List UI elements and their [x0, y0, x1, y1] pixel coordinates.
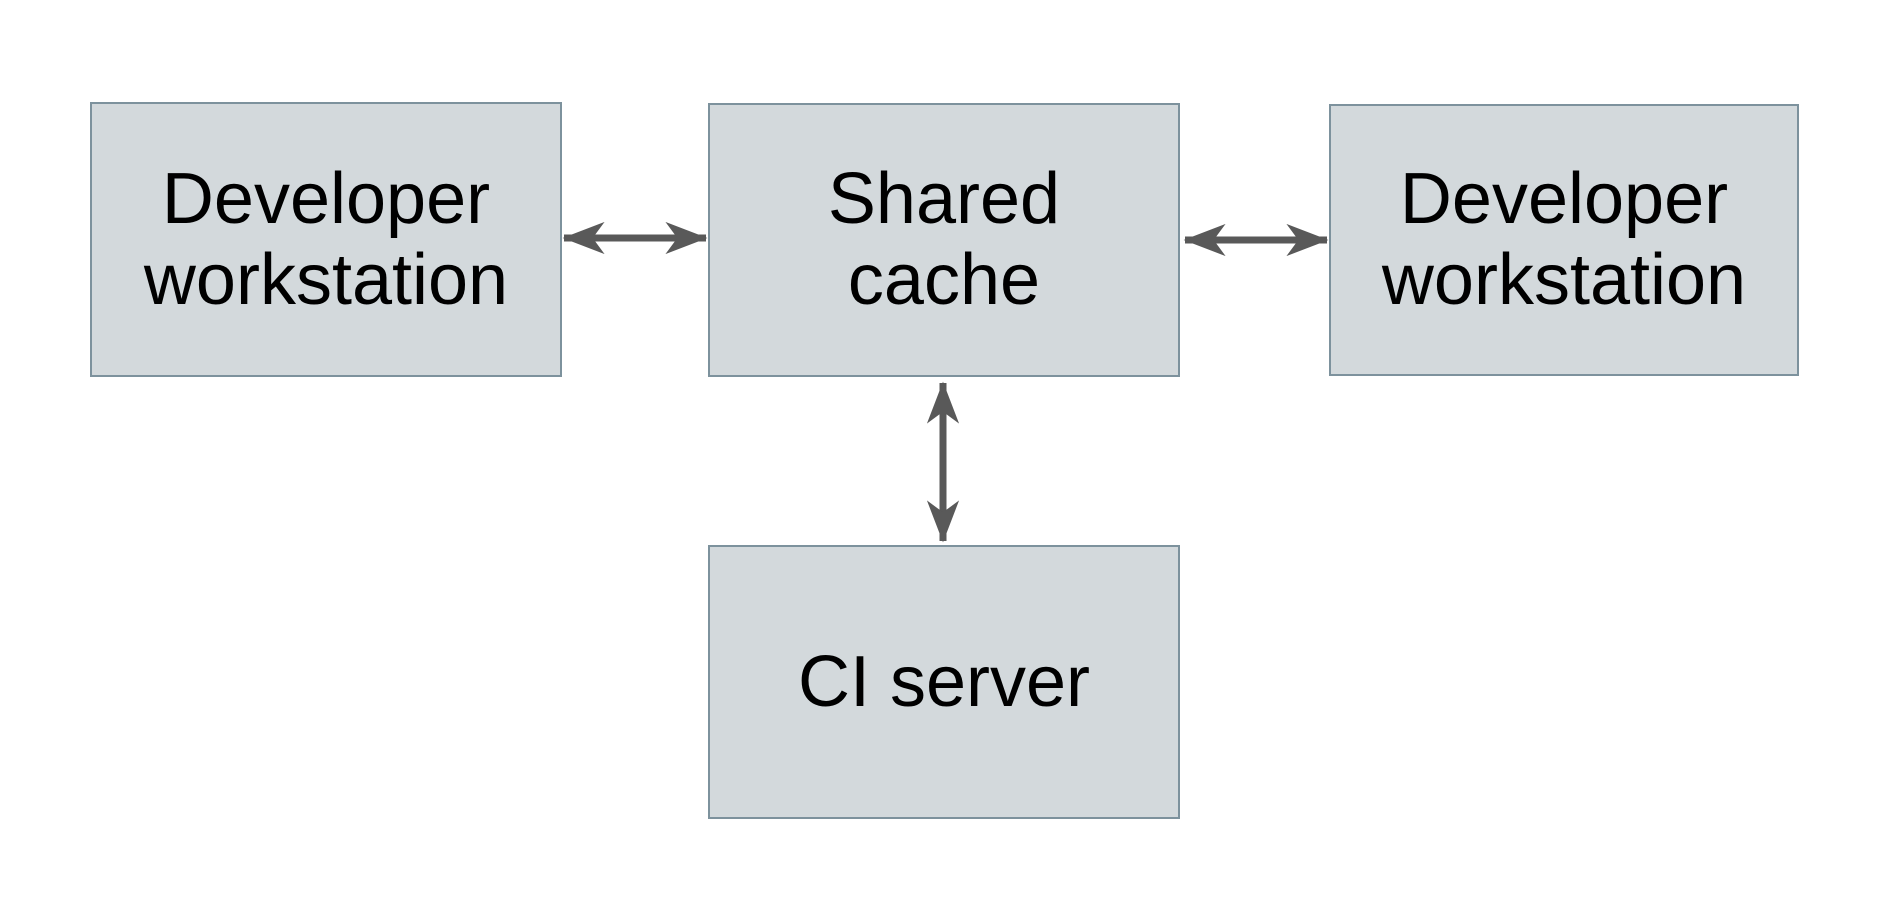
- node-shared-cache: Shared cache: [708, 103, 1180, 377]
- node-ci-server: CI server: [708, 545, 1180, 819]
- node-developer-workstation-right: Developer workstation: [1329, 104, 1799, 376]
- node-label-developer-workstation-right: Developer workstation: [1381, 159, 1747, 320]
- bidirectional-arrow-shared-cache-to-workstation-right: [1183, 223, 1329, 257]
- node-label-ci-server: CI server: [797, 641, 1091, 722]
- node-label-developer-workstation-left: Developer workstation: [143, 158, 509, 320]
- node-developer-workstation-left: Developer workstation: [90, 102, 562, 377]
- node-label-shared-cache: Shared cache: [827, 159, 1061, 320]
- bidirectional-arrow-workstation-left-to-shared-cache: [562, 221, 708, 255]
- bidirectional-arrow-shared-cache-to-ci-server: [926, 381, 960, 543]
